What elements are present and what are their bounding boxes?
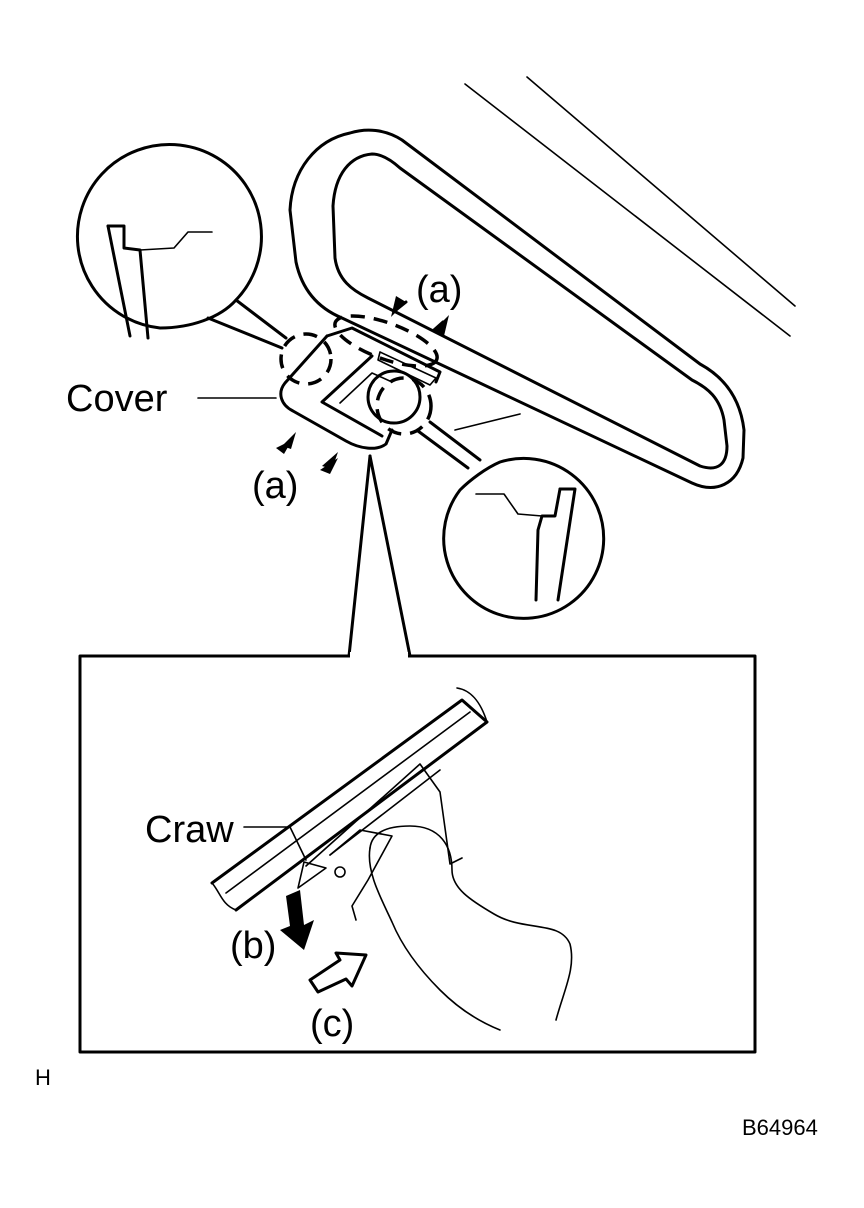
mirror-cover	[279, 326, 442, 450]
arrow-a-top-label: (a)	[416, 269, 462, 311]
cover-label: Cover	[66, 378, 168, 420]
detail-box	[78, 652, 757, 1054]
craw-label: Craw	[145, 809, 234, 851]
arrow-b-label: (b)	[230, 925, 276, 967]
detail-bubble-right	[416, 420, 606, 620]
arrows-a	[276, 296, 449, 474]
corner-mark: H	[35, 1065, 51, 1090]
callout-lines	[347, 454, 412, 658]
figure-code: B64964	[742, 1115, 818, 1140]
arrow-a-bottom-label: (a)	[252, 465, 298, 507]
detail-bubble-left	[75, 142, 288, 350]
rear-view-mirror	[288, 128, 746, 489]
dashed-detail-areas	[279, 314, 439, 436]
arrow-c-label: (c)	[310, 1003, 354, 1045]
windshield-lines	[464, 76, 796, 337]
